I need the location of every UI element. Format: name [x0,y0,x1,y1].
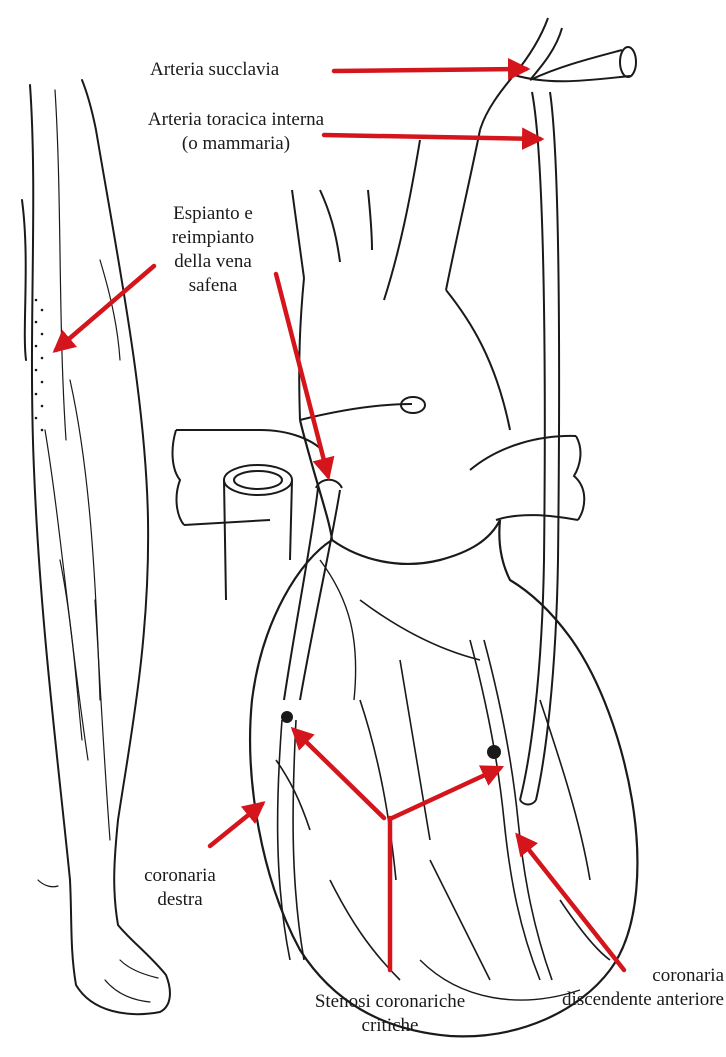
saphenous-vein-graft [284,480,342,700]
label-espianto-line2: reimpianto [148,226,278,250]
arrow-destra [210,804,262,846]
coronary-vessels [276,600,610,980]
label-coronaria-destra-line1: coronaria [124,864,236,888]
label-arteria-toracica-line2: (o mammaria) [118,132,354,156]
saphenous-vein-dots [35,299,44,432]
arrow-toracica [324,135,540,139]
aorta [292,190,510,430]
label-espianto-line1: Espianto e [148,202,278,226]
arrow-discendente [518,836,624,970]
label-espianto-line4: safena [148,274,278,298]
label-coronaria-destra: coronaria destra [124,864,236,912]
label-discendente-line2: discendente anteriore [514,988,724,1012]
arrow-stenosi-right [392,768,500,818]
label-coronaria-discendente: coronaria discendente anteriore [514,964,724,1012]
label-coronaria-destra-line2: destra [124,888,236,912]
subclavian-artery [384,18,636,300]
red-arrows [56,69,624,970]
label-discendente-line1: coronaria [514,964,724,988]
arrow-stenosi-left [294,730,384,818]
label-arteria-toracica-line1: Arteria toracica interna [118,108,354,132]
arrow-succlavia [334,69,526,71]
heart-body [250,420,637,1036]
label-stenosi-line2: critiche [270,1014,510,1038]
label-arteria-toracica: Arteria toracica interna (o mammaria) [118,108,354,156]
vena-cava [224,465,292,600]
label-espianto: Espianto e reimpianto della vena safena [148,202,278,298]
label-stenosi-line1: Stenosi coronariche [270,990,510,1014]
internal-thoracic-artery [520,92,559,805]
label-stenosi-coronariche: Stenosi coronariche critiche [270,990,510,1038]
label-espianto-line3: della vena [148,250,278,274]
label-arteria-succlavia: Arteria succlavia [150,58,279,82]
